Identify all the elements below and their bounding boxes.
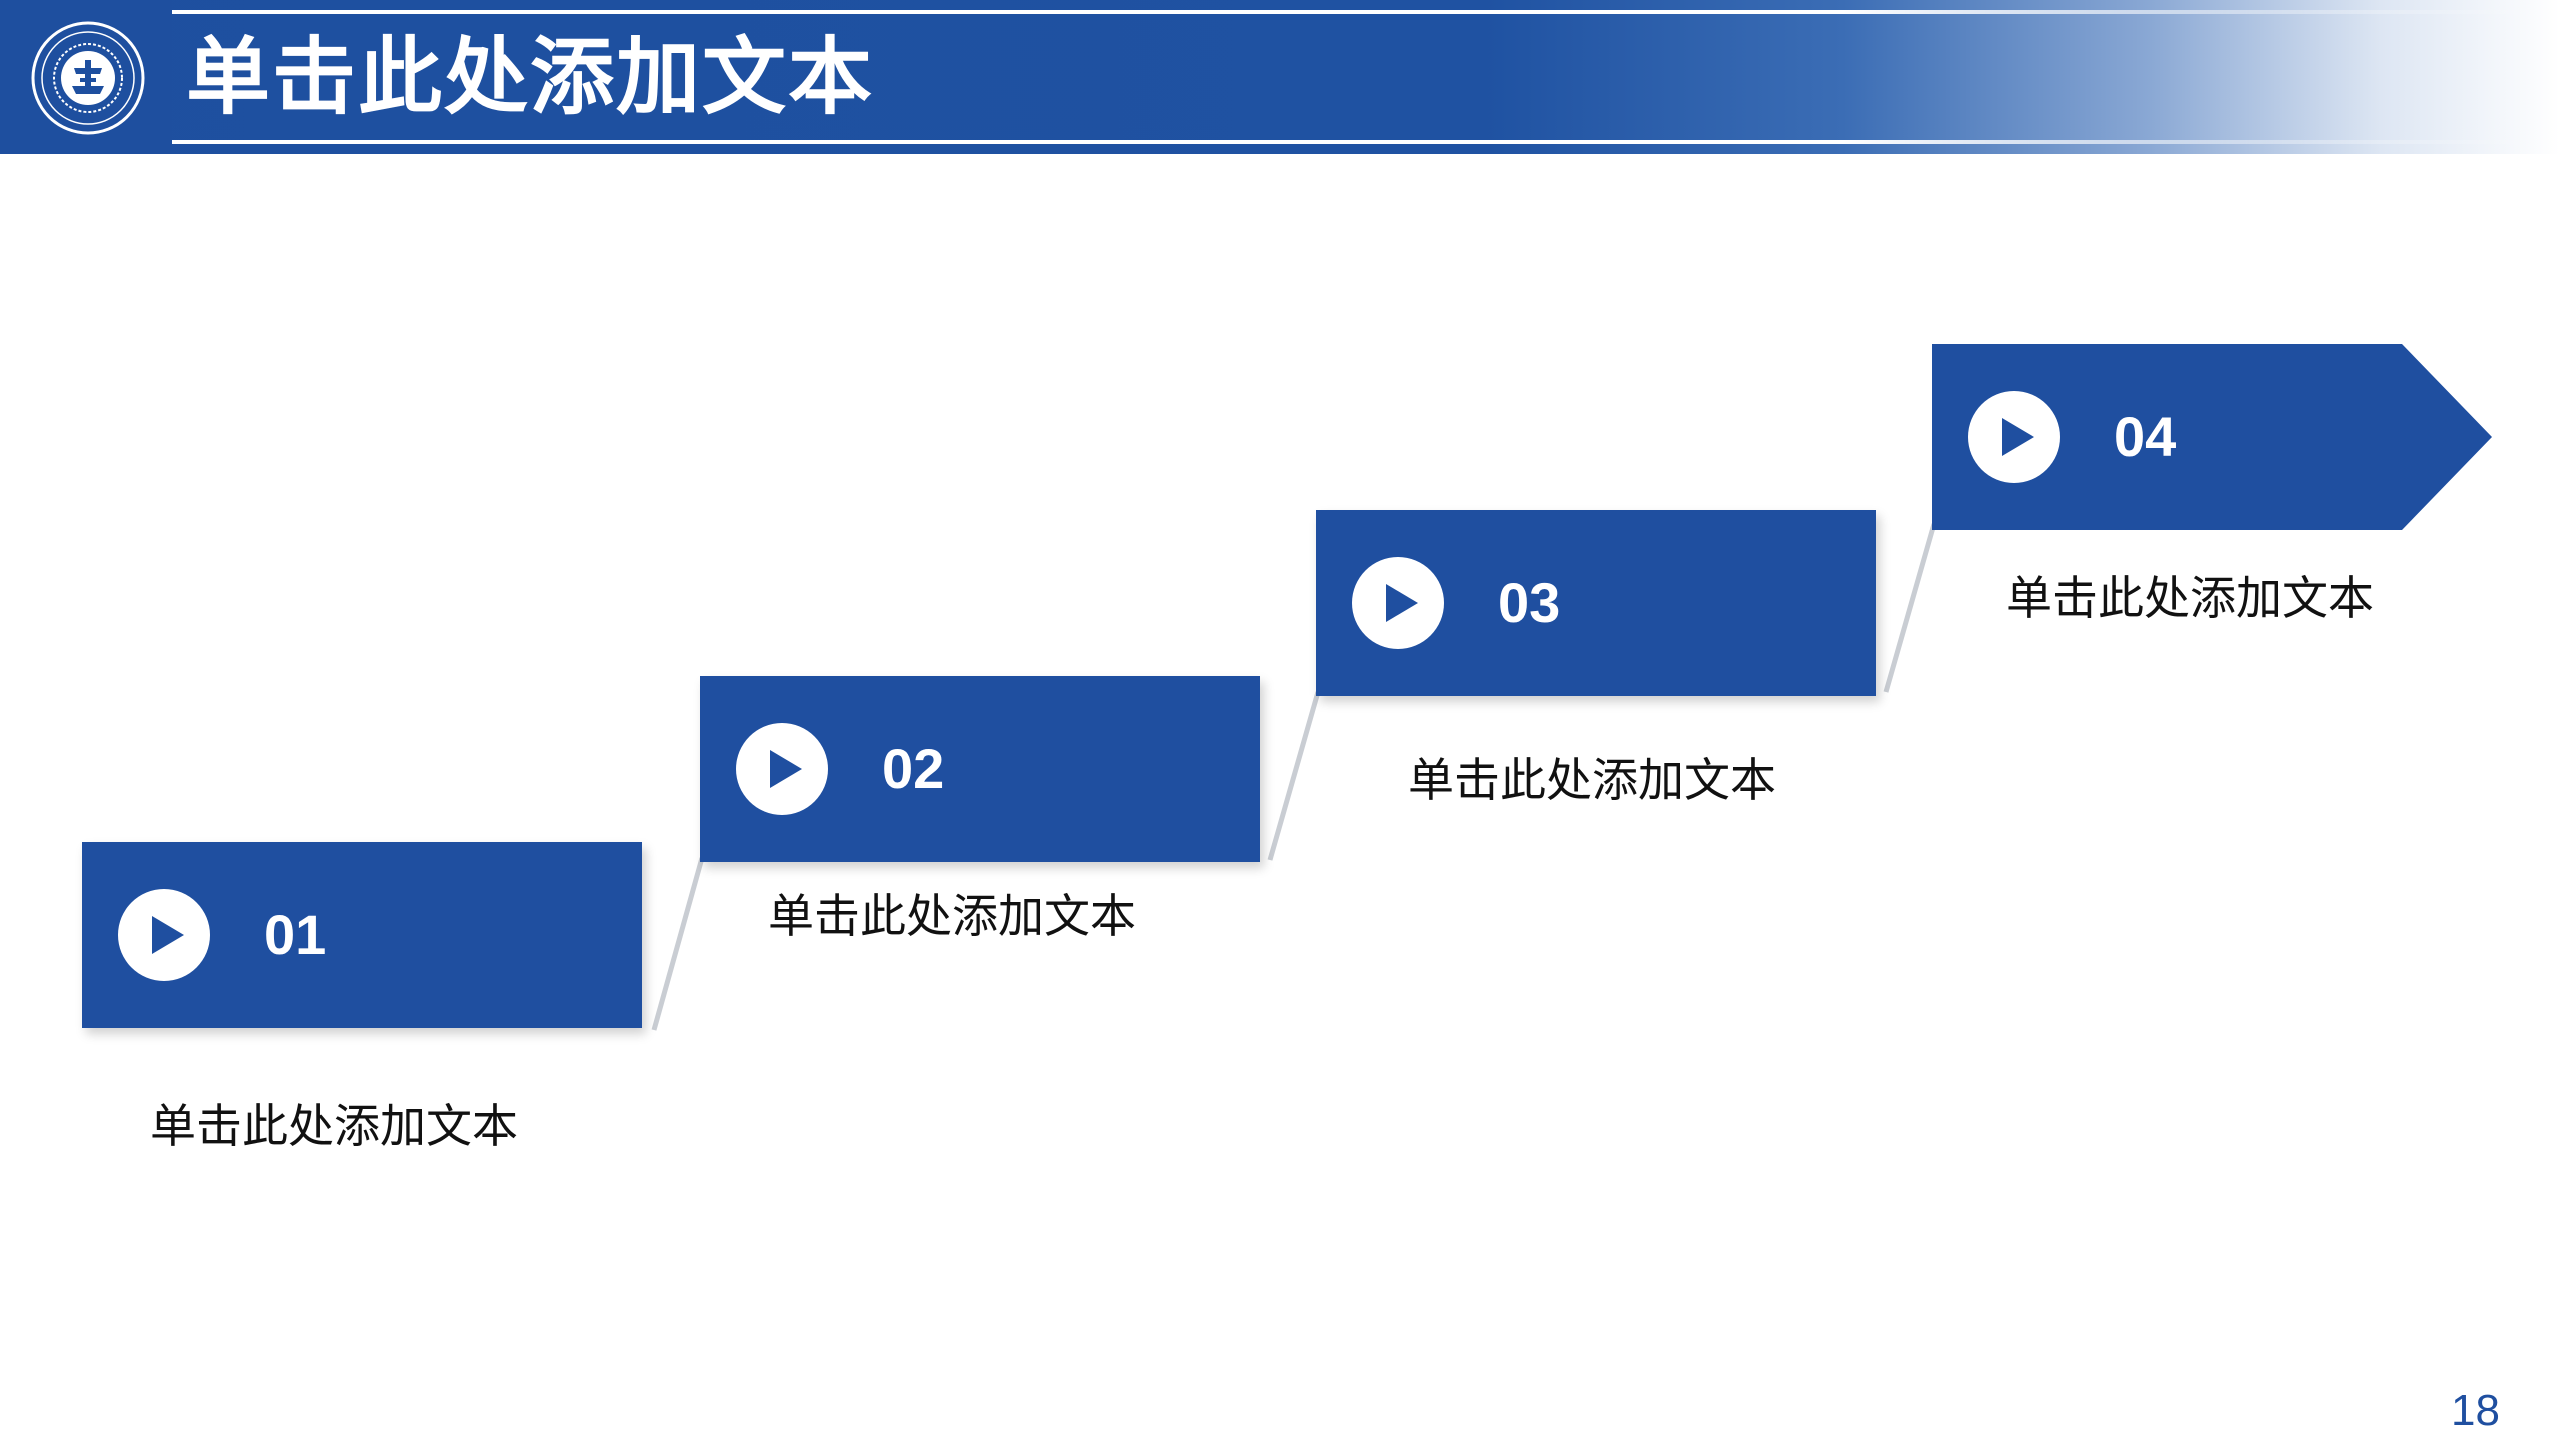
- step-box-3[interactable]: 03: [1316, 510, 1876, 696]
- step-text-3[interactable]: 单击此处添加文本: [1408, 753, 1776, 807]
- step-number: 01: [264, 903, 327, 966]
- step-box-4[interactable]: 04: [1932, 344, 2492, 530]
- step-box-2[interactable]: 02: [700, 676, 1260, 862]
- step-number: 02: [882, 737, 945, 800]
- play-icon: [118, 889, 210, 981]
- step-box-1[interactable]: 01: [82, 842, 642, 1028]
- step-text-4[interactable]: 单击此处添加文本: [2006, 571, 2374, 625]
- header-line-bottom: [172, 140, 2560, 144]
- arrow-shape: [1932, 344, 2492, 530]
- step-text-2[interactable]: 单击此处添加文本: [768, 889, 1136, 943]
- step-text-1[interactable]: 单击此处添加文本: [150, 1099, 518, 1153]
- play-icon: [736, 723, 828, 815]
- connector-line: [651, 857, 705, 1031]
- header-line-top: [172, 10, 2560, 14]
- play-icon: [1968, 391, 2060, 483]
- step-number: 03: [1498, 571, 1561, 634]
- connector-line: [1267, 691, 1321, 861]
- slide-title[interactable]: 单击此处添加文本: [186, 28, 875, 126]
- logo-container: [0, 0, 172, 154]
- connector-line: [1883, 523, 1937, 693]
- play-icon: [1352, 557, 1444, 649]
- step-number: 04: [2114, 405, 2177, 468]
- university-seal-logo: [31, 21, 145, 135]
- page-number: 18: [2451, 1386, 2500, 1435]
- header-banner: 单击此处添加文本: [0, 0, 2560, 154]
